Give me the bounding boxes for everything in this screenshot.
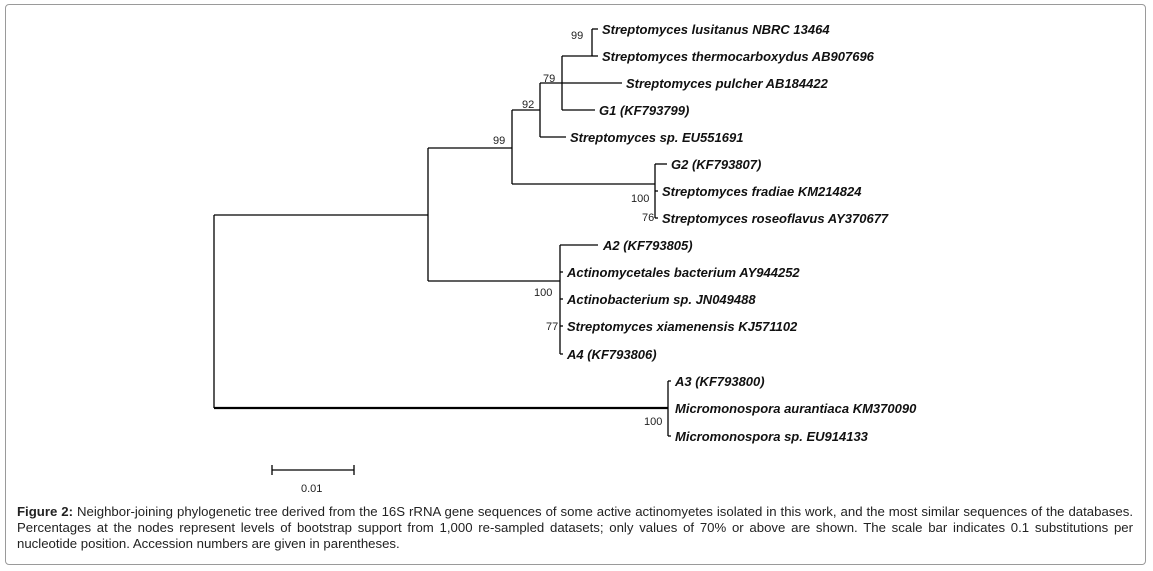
taxon-label: Streptomyces lusitanus NBRC 13464 — [602, 22, 830, 37]
bootstrap-value: 77 — [546, 321, 558, 333]
bootstrap-value: 100 — [631, 193, 649, 205]
taxon-labels: Streptomyces lusitanus NBRC 13464 Strept… — [566, 22, 917, 444]
taxon-label: Streptomyces roseoflavus AY370677 — [662, 211, 889, 226]
scale-bar: 0.01 — [271, 465, 355, 495]
taxon-label: G2 (KF793807) — [671, 157, 761, 172]
scale-bar-line — [271, 465, 355, 475]
phylogenetic-tree: Streptomyces lusitanus NBRC 13464 Strept… — [213, 22, 917, 495]
taxon-label: Micromonospora sp. EU914133 — [675, 429, 869, 444]
taxon-label: Actinomycetales bacterium AY944252 — [566, 265, 800, 280]
taxon-label: Streptomyces sp. EU551691 — [570, 130, 743, 145]
bootstrap-value: 92 — [522, 99, 534, 111]
taxon-label: A4 (KF793806) — [566, 347, 657, 362]
figure-frame — [5, 4, 1146, 565]
bootstrap-value: 99 — [571, 30, 583, 42]
bootstrap-value: 76 — [642, 212, 654, 224]
bootstrap-value: 79 — [543, 73, 555, 85]
bootstrap-value: 99 — [493, 135, 505, 147]
taxon-label: Streptomyces thermocarboxydus AB907696 — [602, 49, 875, 64]
taxon-label: Actinobacterium sp. JN049488 — [566, 292, 756, 307]
bootstrap-value: 100 — [644, 416, 662, 428]
taxon-label: Streptomyces xiamenensis KJ571102 — [567, 319, 798, 334]
taxon-label: Micromonospora aurantiaca KM370090 — [675, 401, 917, 416]
figure-caption: Figure 2: Neighbor-joining phylogenetic … — [17, 504, 1133, 552]
taxon-label: Streptomyces pulcher AB184422 — [626, 76, 829, 91]
scale-bar-label: 0.01 — [301, 483, 322, 495]
tree-branches — [213, 28, 671, 437]
bootstrap-values: 99 79 92 99 100 76 100 77 100 — [493, 30, 662, 428]
taxon-label: A2 (KF793805) — [602, 238, 693, 253]
caption-label: Figure 2: — [17, 504, 73, 519]
bootstrap-value: 100 — [534, 287, 552, 299]
taxon-label: G1 (KF793799) — [599, 103, 689, 118]
taxon-label: A3 (KF793800) — [674, 374, 765, 389]
caption-text: Neighbor-joining phylogenetic tree deriv… — [17, 504, 1133, 551]
taxon-label: Streptomyces fradiae KM214824 — [662, 184, 862, 199]
